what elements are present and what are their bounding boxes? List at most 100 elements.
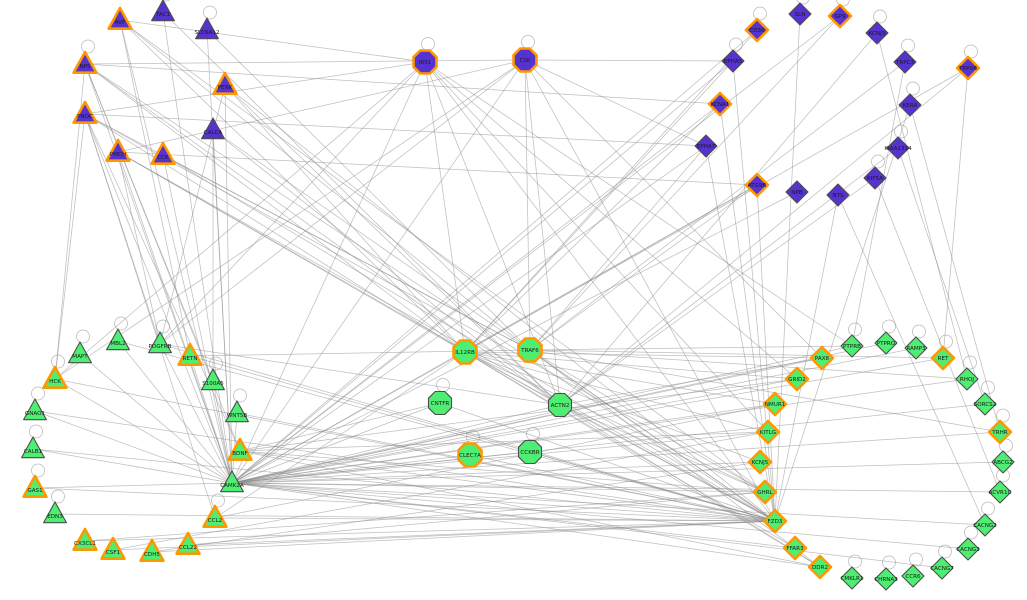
graph-edge[interactable] xyxy=(84,63,466,353)
graph-edge[interactable] xyxy=(212,129,561,406)
node-cacng2[interactable]: CACNG2 xyxy=(973,513,997,537)
graph-edge[interactable] xyxy=(224,84,466,353)
node-shape-diamond[interactable] xyxy=(721,49,745,73)
graph-edge[interactable] xyxy=(159,59,526,345)
graph-edge[interactable] xyxy=(524,59,531,351)
graph-edge[interactable] xyxy=(231,29,758,484)
self-loop-edge[interactable] xyxy=(51,489,65,504)
graph-edge[interactable] xyxy=(189,355,233,484)
node-shape-diamond[interactable] xyxy=(827,3,853,29)
node-shape-triangle[interactable] xyxy=(177,342,203,366)
self-loop-edge[interactable] xyxy=(882,319,896,334)
self-loop-edge[interactable] xyxy=(848,554,862,569)
graph-edge[interactable] xyxy=(559,177,876,406)
graph-edge[interactable] xyxy=(162,11,561,406)
node-shape-triangle[interactable] xyxy=(139,538,165,562)
graph-edge[interactable] xyxy=(524,59,734,62)
node-shape-triangle[interactable] xyxy=(148,331,172,354)
node-shape-diamond[interactable] xyxy=(840,566,864,590)
graph-edge[interactable] xyxy=(224,84,776,522)
graph-edge[interactable] xyxy=(117,340,233,484)
self-loop-edge[interactable] xyxy=(211,493,225,508)
node-ptpro[interactable]: PTPRO xyxy=(874,331,898,355)
graph-edge[interactable] xyxy=(112,431,769,551)
self-loop-edge[interactable] xyxy=(753,6,767,21)
self-loop-edge[interactable] xyxy=(421,37,435,51)
node-sln[interactable]: SLN xyxy=(788,2,812,26)
node-ddr2[interactable]: DDR2 xyxy=(807,554,833,580)
node-shape-octagon[interactable] xyxy=(457,442,483,468)
node-cacng3[interactable]: CACNG3 xyxy=(956,537,980,561)
node-grid2[interactable]: GRID2 xyxy=(784,366,810,392)
graph-edge[interactable] xyxy=(837,194,986,526)
graph-edge[interactable] xyxy=(212,380,233,484)
graph-edge[interactable] xyxy=(231,482,821,568)
graph-edge[interactable] xyxy=(231,402,441,484)
node-nmur1[interactable]: NMUR1 xyxy=(762,391,788,417)
self-loop-edge[interactable] xyxy=(964,44,978,59)
graph-edge[interactable] xyxy=(162,154,233,484)
node-cx3cl1[interactable]: CX3CL1 xyxy=(72,527,98,551)
graph-edge[interactable] xyxy=(206,29,531,351)
node-shape-triangle[interactable] xyxy=(195,17,219,40)
graph-edge[interactable] xyxy=(162,154,531,351)
node-sorcs2[interactable]: SORCS2 xyxy=(973,392,997,416)
node-wnt5b[interactable]: WNT5B xyxy=(225,400,249,423)
graph-edge[interactable] xyxy=(774,13,801,522)
graph-edge[interactable] xyxy=(214,403,776,519)
node-shape-triangle[interactable] xyxy=(201,117,225,140)
node-shape-triangle[interactable] xyxy=(150,141,176,165)
self-loop-edge[interactable] xyxy=(31,463,45,478)
graph-edge[interactable] xyxy=(231,59,526,484)
node-ret[interactable]: RET xyxy=(930,345,956,371)
node-shape-diamond[interactable] xyxy=(755,419,781,445)
graph-edge[interactable] xyxy=(464,351,769,433)
graph-edge[interactable] xyxy=(524,59,823,359)
graph-edge[interactable] xyxy=(851,61,906,347)
node-shape-diamond[interactable] xyxy=(874,567,898,591)
node-shape-diamond[interactable] xyxy=(752,479,778,505)
node-shape-diamond[interactable] xyxy=(955,55,981,81)
self-loop-edge[interactable] xyxy=(964,525,978,540)
node-shape-diamond[interactable] xyxy=(886,136,910,160)
node-shape-triangle[interactable] xyxy=(225,400,249,423)
node-shape-diamond[interactable] xyxy=(898,93,922,117)
node-hck[interactable]: HCK xyxy=(42,365,68,389)
graph-edge[interactable] xyxy=(529,345,853,351)
graph-edge[interactable] xyxy=(424,61,769,433)
node-ramp3[interactable]: RAMP3 xyxy=(904,336,928,360)
node-shape-octagon[interactable] xyxy=(452,339,478,365)
graph-edge[interactable] xyxy=(84,63,214,382)
graph-edge[interactable] xyxy=(119,19,191,357)
graph-edge[interactable] xyxy=(529,349,776,522)
graph-edge[interactable] xyxy=(117,151,561,406)
self-loop-edge[interactable] xyxy=(31,386,45,401)
node-shape-diamond[interactable] xyxy=(840,334,864,358)
node-slc6a12[interactable]: SLC6A12 xyxy=(194,17,220,40)
node-irs1[interactable]: IRS1 xyxy=(412,49,438,75)
graph-edge[interactable] xyxy=(231,403,776,484)
self-loop-edge[interactable] xyxy=(981,380,995,395)
node-penk[interactable]: PENK xyxy=(212,71,238,95)
graph-edge[interactable] xyxy=(464,351,761,463)
graph-edge[interactable] xyxy=(231,482,943,569)
node-shape-diamond[interactable] xyxy=(762,391,788,417)
node-npb[interactable]: NPB xyxy=(785,180,809,204)
node-kcnj3[interactable]: KCNJ3 xyxy=(865,21,889,45)
node-shape-triangle[interactable] xyxy=(175,531,201,555)
node-nps[interactable]: NPS xyxy=(72,50,98,74)
node-shape-diamond[interactable] xyxy=(826,183,850,207)
graph-edge[interactable] xyxy=(117,151,233,484)
node-avp[interactable]: AVP xyxy=(107,6,133,30)
self-loop-edge[interactable] xyxy=(29,424,43,439)
node-ffar3[interactable]: FFAR3 xyxy=(782,535,808,561)
graph-edge[interactable] xyxy=(119,19,531,351)
graph-edge[interactable] xyxy=(231,431,1001,484)
graph-edge[interactable] xyxy=(231,482,766,493)
graph-edge[interactable] xyxy=(117,151,758,186)
graph-edge[interactable] xyxy=(231,403,986,484)
graph-edge[interactable] xyxy=(224,84,561,406)
node-acvr1c[interactable]: ACVR1C xyxy=(988,480,1012,504)
graph-edge[interactable] xyxy=(231,482,796,549)
graph-edge[interactable] xyxy=(162,154,776,522)
